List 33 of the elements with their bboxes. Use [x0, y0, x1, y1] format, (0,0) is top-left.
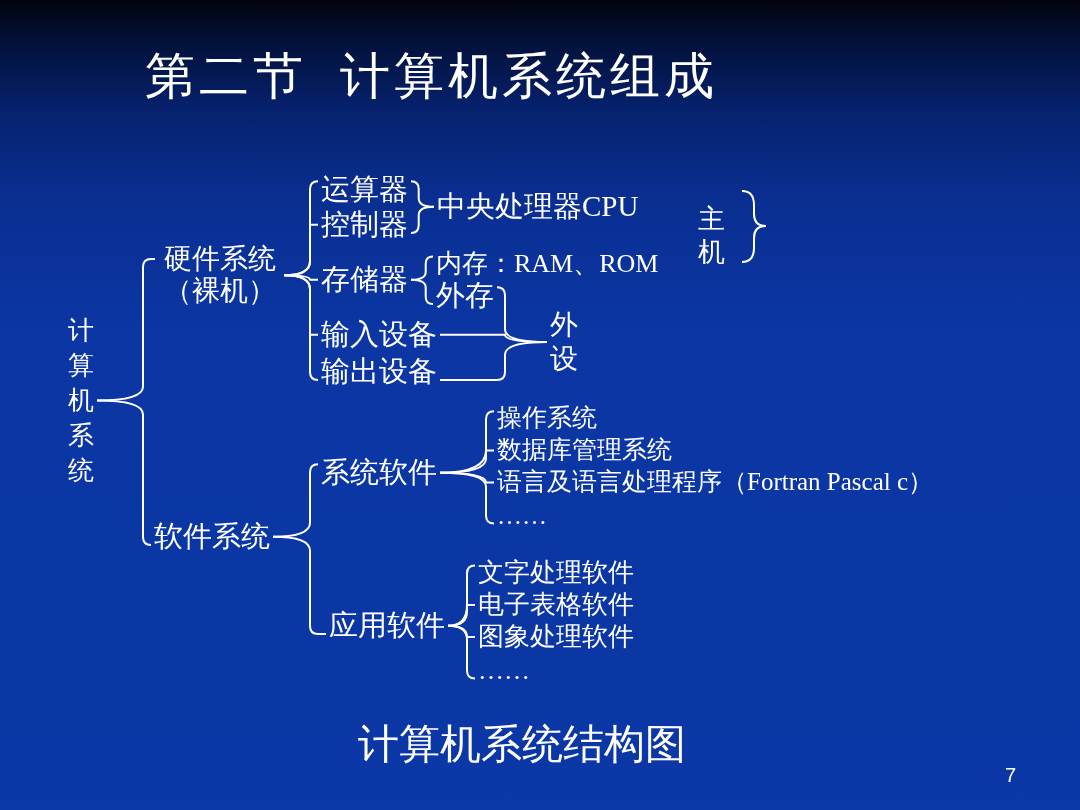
category-label: ……: [497, 502, 547, 531]
category-label: 输出设备: [321, 355, 437, 389]
vertical-label: 外设: [550, 308, 578, 376]
category-label: 运算器: [321, 173, 408, 207]
figure-caption: 计算机系统结构图: [358, 721, 686, 769]
category-label: 中央处理器CPU: [437, 190, 639, 224]
curly-brace: [283, 274, 319, 381]
curly-brace: [96, 399, 152, 546]
vertical-label: 计算机系统: [68, 313, 94, 488]
category-label: 系统软件: [321, 456, 437, 490]
slide-title: 第二节 计算机系统组成: [145, 48, 718, 106]
category-label: 硬件系统（裸机）: [158, 243, 282, 308]
curly-brace: [439, 341, 548, 381]
vertical-label: 主机: [698, 203, 725, 269]
curly-brace: [410, 205, 435, 234]
curly-brace: [410, 278, 434, 305]
category-label: 操作系统: [497, 404, 597, 433]
curly-brace: [447, 624, 476, 680]
category-label: 电子表格软件: [478, 590, 634, 620]
category-label: 图象处理软件: [478, 622, 634, 652]
category-label: 软件系统: [154, 520, 270, 554]
category-label: 控制器: [321, 208, 408, 242]
category-label: 内存：RAM、ROM: [436, 249, 659, 279]
category-label: 外存: [436, 279, 494, 313]
curly-brace: [439, 471, 495, 525]
category-label: 语言及语言处理程序（Fortran Pascal c）: [497, 468, 934, 497]
category-label: ……: [478, 656, 530, 686]
page-number: 7: [1005, 764, 1017, 787]
category-label: 应用软件: [329, 609, 445, 643]
category-label: 文字处理软件: [478, 558, 634, 588]
category-label: 输入设备: [321, 318, 437, 352]
category-label: 存储器: [321, 263, 408, 297]
category-label: 数据库管理系统: [497, 436, 672, 465]
